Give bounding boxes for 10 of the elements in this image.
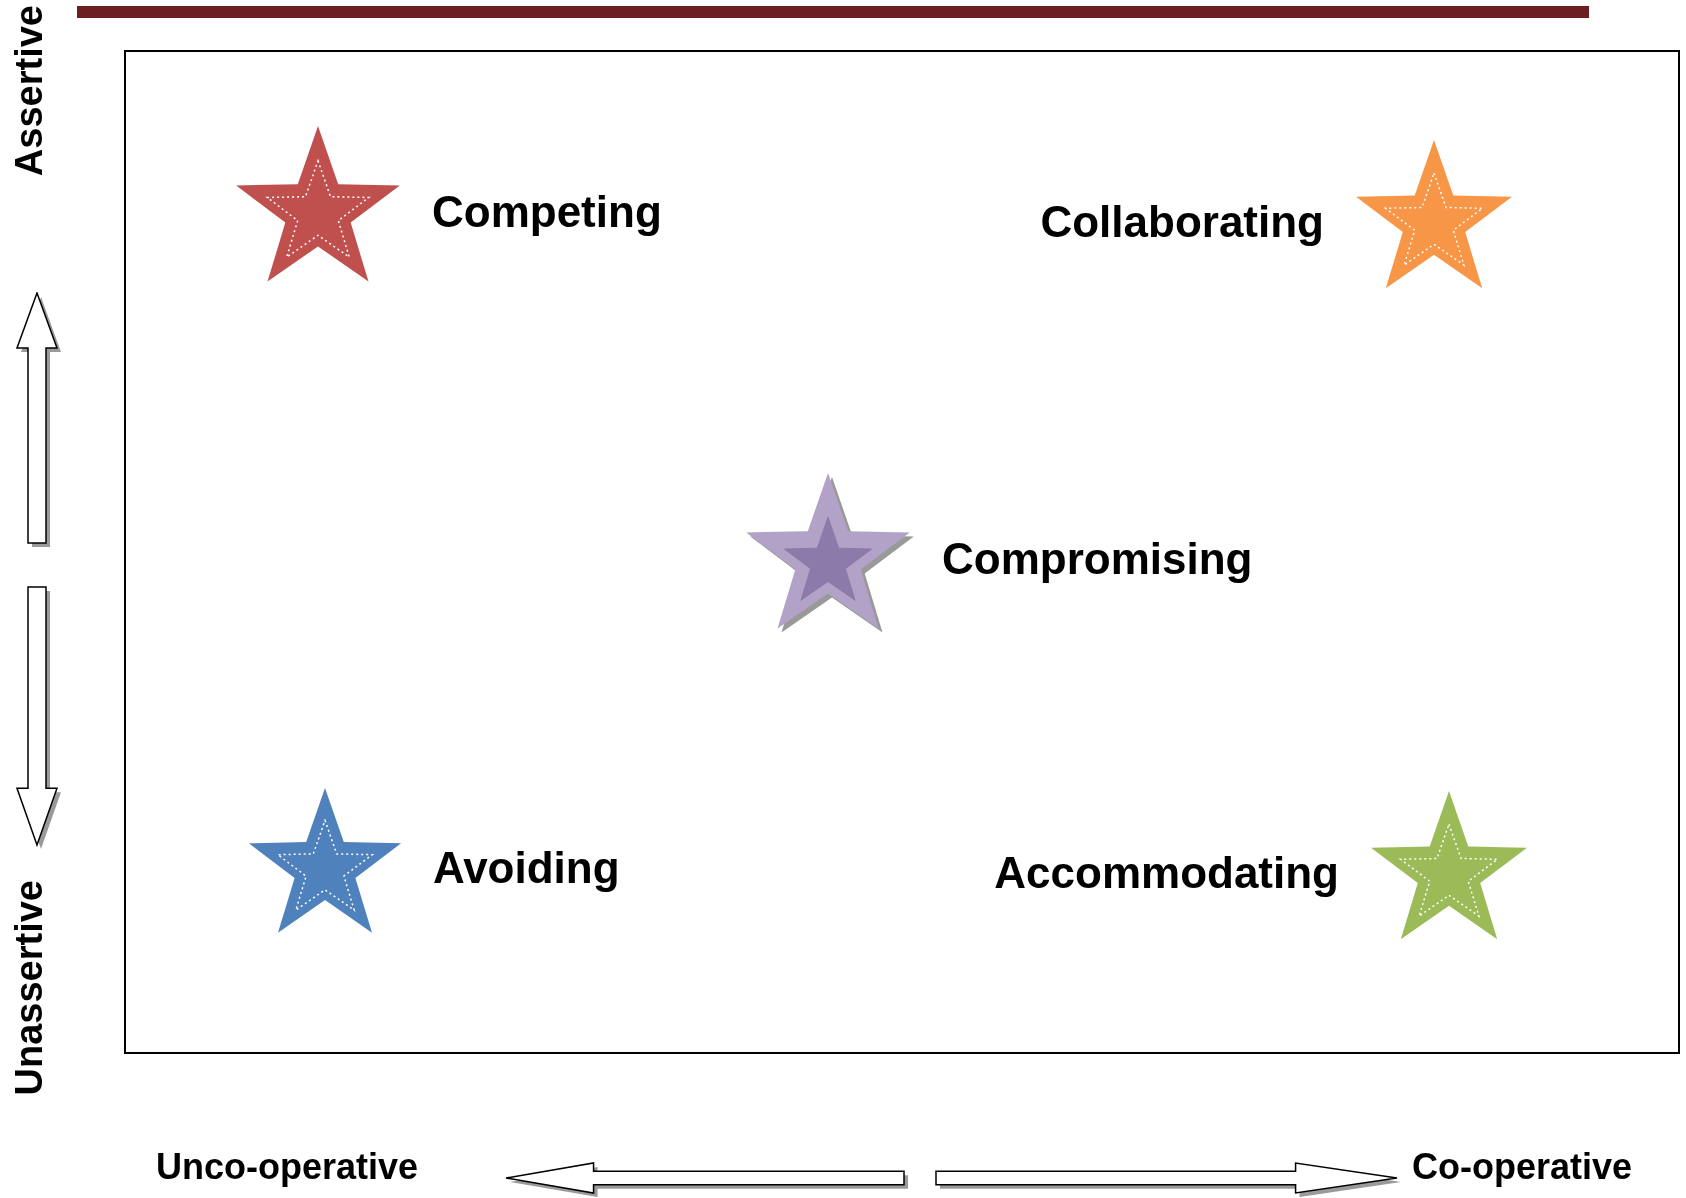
axis-label: Unassertive [8,880,51,1096]
mode-label: Accommodating [994,848,1339,898]
mode-label: Compromising [942,534,1253,584]
mode-label: Avoiding [433,843,620,893]
axis-label: Unco-operative [156,1146,419,1188]
mode-label: Collaborating [1040,197,1324,247]
axis-label: Co-operative [1412,1146,1633,1188]
mode-label: Competing [432,187,662,237]
quadrant-frame [124,50,1680,1054]
axis-label: Assertive [8,5,51,177]
